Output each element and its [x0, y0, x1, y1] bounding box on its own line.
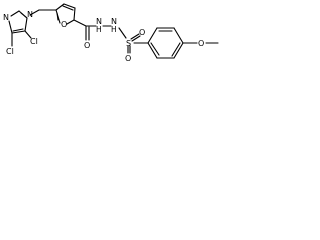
atom-sulfur: S — [126, 39, 131, 48]
bond-c5-cl — [24, 30, 32, 39]
bond-furan-1 — [55, 3, 65, 11]
atom-furan-o: O — [61, 20, 67, 29]
atom-n3: N — [3, 13, 9, 22]
bond-n1-c5 — [24, 17, 28, 32]
bond-c5-c4 — [11, 30, 26, 34]
atom-h-hydrazide-1: H — [96, 25, 102, 34]
bond-c2-n1-double — [20, 12, 28, 19]
bond-c4-n3 — [8, 20, 13, 34]
benzene-ring — [147, 27, 184, 59]
bond-benz-4 — [173, 42, 184, 59]
bond-furan-2 — [63, 3, 76, 9]
bond-n3-c2 — [10, 10, 20, 17]
bond-n-s — [118, 27, 127, 39]
atom-methoxy-o: O — [198, 39, 204, 48]
atom-sulfonyl-o2: O — [125, 54, 131, 63]
furan-ring — [55, 3, 76, 25]
bond-benz-1 — [147, 27, 158, 44]
atom-cl-bottom: Cl — [6, 47, 14, 56]
bond-furan-3 — [73, 7, 76, 21]
structure-svg: N N Cl Cl O O N H N H S O O O — [3, 3, 219, 63]
atom-n1: N — [27, 10, 33, 19]
bond-s-o1 — [130, 33, 140, 40]
molecule-structure: N N Cl Cl O O N H N H S O O O — [0, 0, 235, 84]
atom-carbonyl-o: O — [84, 41, 90, 50]
bond-benz-4-double — [171, 42, 181, 57]
bond-s-o1-double — [131, 35, 141, 42]
imidazole-ring — [8, 10, 28, 34]
atom-n-hydrazide-1: N — [96, 17, 102, 26]
atom-sulfonyl-o1: O — [139, 28, 145, 37]
bond-benz-3 — [173, 27, 184, 44]
atom-n-hydrazide-2: N — [111, 17, 117, 26]
atom-cl-right: Cl — [30, 37, 38, 46]
atom-h-hydrazide-2: H — [111, 25, 117, 34]
bond-n1-ch2 — [29, 9, 40, 16]
bond-furan-4 — [66, 19, 75, 25]
bond-benz-6-double — [150, 42, 160, 56]
bond-c5-c4-double — [12, 28, 24, 32]
bond-furan-5-double — [56, 12, 59, 21]
bond-furan-carbonyl — [73, 19, 87, 27]
bond-furan-2-double — [62, 5, 74, 11]
bond-benz-6 — [147, 42, 158, 59]
